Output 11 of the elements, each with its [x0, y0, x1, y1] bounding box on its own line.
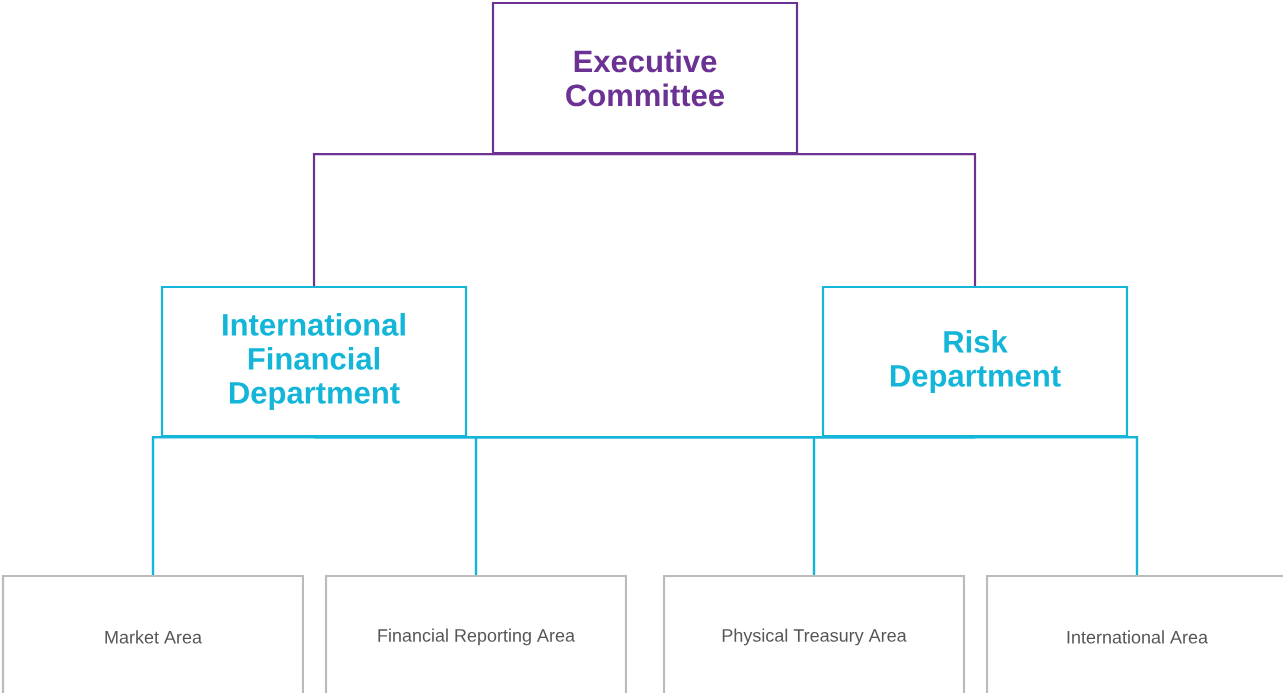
connector-line [312, 153, 645, 286]
area-box: Physical Treasury Area [662, 574, 966, 693]
area-box: International Area [985, 574, 1283, 693]
department-box: International Financial Department [160, 285, 468, 438]
committee-box: Executive Committee [491, 1, 799, 155]
area-box: Financial Reporting Area [324, 574, 628, 693]
connector-line [812, 435, 975, 575]
department-box: Risk Department [821, 285, 1129, 438]
connector-line [645, 153, 977, 286]
connector-line [975, 435, 1139, 575]
area-box: Market Area [1, 574, 305, 693]
